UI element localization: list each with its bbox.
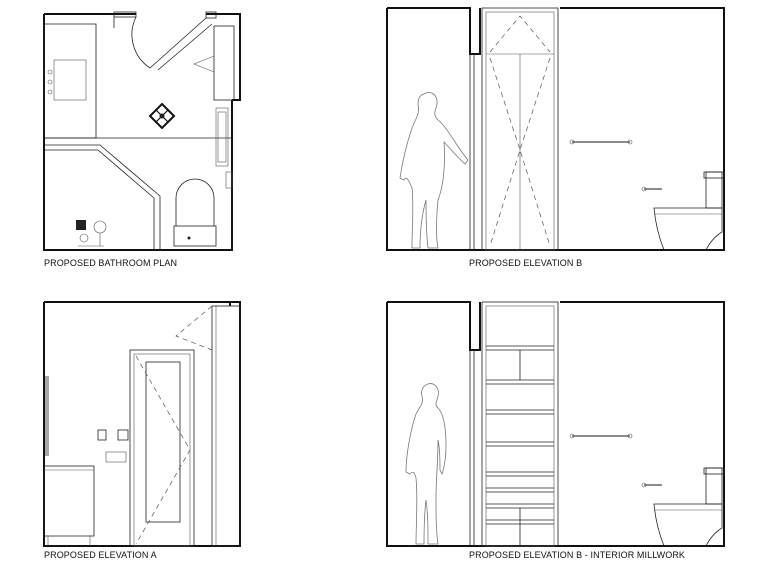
elev-a-outline — [43, 301, 241, 547]
elev-m-outline — [386, 301, 725, 547]
elev-b-outline — [386, 7, 725, 251]
elev-a-tp-holder — [105, 451, 127, 463]
elev-a-top — [44, 301, 231, 306]
plan-toilet — [173, 178, 217, 247]
elev-a-cabinet-swing — [175, 305, 213, 351]
plan-drain-icon — [148, 102, 176, 130]
plan-door-leaf-2 — [157, 23, 213, 71]
elev-m-shelves — [486, 345, 554, 546]
plan-shelf-inner — [217, 111, 227, 163]
plan-tp-holder — [225, 171, 233, 189]
elev-a-switch-2 — [117, 429, 129, 441]
plan-cabinet-door-2 — [193, 63, 215, 73]
elev-a-door — [133, 353, 191, 547]
plan-faucet-icon — [47, 69, 53, 95]
plan-wall-stub — [113, 11, 137, 18]
elev-b-left-swing — [489, 57, 521, 247]
elevation-b-millwork — [386, 301, 725, 547]
elevation-a — [43, 301, 241, 547]
elev-b-top-left — [387, 7, 481, 55]
elev-m-human-figure — [405, 383, 447, 545]
plan-shelf — [215, 107, 229, 167]
plan-shower-valve-icon — [76, 220, 107, 247]
plan-door-leaf — [149, 17, 207, 69]
plan-linen-cabinet — [213, 25, 235, 101]
elev-a-door-panel — [145, 361, 181, 523]
elev-b-human-figure — [399, 92, 469, 249]
elev-a-switch-1 — [97, 429, 107, 441]
caption-elevation-b-millwork: PROPOSED ELEVATION B - INTERIOR MILLWORK — [469, 550, 686, 560]
plan-top-wall-right — [206, 13, 241, 101]
elev-b-towel-bar — [569, 139, 633, 145]
elev-b-toilet — [653, 171, 725, 251]
plan-tub-inner — [44, 149, 155, 250]
elev-b-tp-holder — [641, 186, 662, 192]
caption-elevation-b: PROPOSED ELEVATION B — [469, 258, 583, 268]
caption-elevation-a: PROPOSED ELEVATION A — [44, 550, 157, 560]
plan-sink — [53, 59, 87, 101]
elev-a-door-swing — [135, 355, 191, 545]
elev-b-upper-swing — [489, 15, 551, 53]
elev-b-right-swing — [519, 57, 551, 247]
elev-a-door-frame — [129, 349, 195, 547]
elev-a-vanity — [43, 465, 95, 537]
elevation-b — [386, 7, 725, 251]
plan-wall-stub-right — [205, 11, 217, 19]
elev-m-towel-bar — [569, 433, 633, 439]
elev-m-tp-holder — [641, 482, 662, 488]
elev-m-top-left — [387, 301, 481, 351]
caption-bathroom-plan: PROPOSED BATHROOM PLAN — [44, 258, 178, 268]
elev-m-toilet — [653, 467, 725, 547]
bathroom-plan — [43, 11, 241, 251]
plan-door-swing — [131, 16, 151, 69]
plan-outer-wall — [43, 14, 233, 251]
plan-tub-outer — [44, 144, 161, 250]
plan-cabinet-door-1 — [193, 55, 215, 65]
